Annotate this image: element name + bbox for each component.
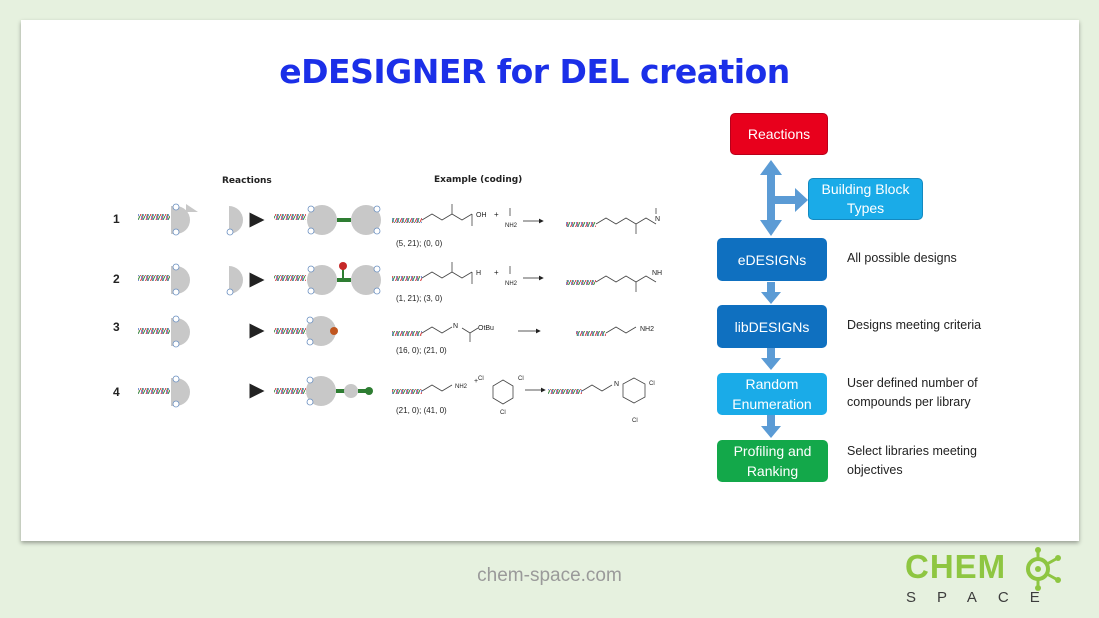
row-number-4: 4 — [113, 385, 120, 399]
edesigns-description: All possible designs — [847, 251, 957, 265]
chem-label-n: N — [655, 216, 660, 223]
reactions-header: Reactions — [222, 176, 272, 186]
molecule-icon — [1026, 547, 1061, 591]
coding-3: (16, 0); (21, 0) — [396, 346, 447, 355]
chem-label-otbu: OtBu — [478, 325, 494, 332]
coding-1: (5, 21); (0, 0) — [396, 239, 443, 248]
footer-url: chem-space.com — [477, 565, 622, 586]
row-number-3: 3 — [113, 320, 120, 334]
flow-arrows — [760, 160, 808, 438]
profiling-description: Select libraries meeting objectives — [847, 444, 977, 477]
chem-label-h: H — [476, 270, 481, 277]
row-number-2: 2 — [113, 272, 120, 286]
scheme-row-3: N OtBu NH2 — [138, 315, 654, 348]
random-description: User defined number of compounds per lib… — [847, 376, 978, 409]
chem-label-nh2-3: NH2 — [640, 326, 654, 333]
scheme-row-4: NH2 + Cl Cl Cl N Cl Cl — [138, 375, 655, 424]
example-header: Example (coding) — [434, 175, 523, 185]
building-block-box: Building Block Types — [808, 178, 923, 220]
slide — [21, 20, 1079, 541]
scheme-row-1: OH + NH2 N — [138, 203, 660, 236]
chem-label-cl: Cl — [478, 376, 484, 382]
chem-label-nh2: NH2 — [505, 223, 518, 229]
random-enumeration-box: Random Enumeration — [717, 373, 827, 415]
logo-chem-text: CHEM — [905, 548, 1007, 585]
chem-label-nh2-2: NH2 — [505, 281, 518, 287]
svg-text:N: N — [453, 323, 458, 330]
edesigns-box: eDESIGNs — [717, 238, 827, 281]
libdesigns-description: Designs meeting criteria — [847, 318, 982, 332]
chem-label-oh: OH — [476, 212, 487, 219]
svg-text:N: N — [614, 381, 619, 388]
svg-text:+: + — [474, 378, 478, 385]
svg-text:NH2: NH2 — [455, 384, 468, 390]
svg-text:Cl: Cl — [632, 418, 638, 424]
libdesigns-box: libDESIGNs — [717, 305, 827, 348]
row-number-1: 1 — [113, 212, 120, 226]
logo-space-text: SPACE — [906, 589, 1061, 606]
chem-label-plus-2: + — [494, 268, 499, 277]
coding-4: (21, 0); (41, 0) — [396, 406, 447, 415]
chem-label-nh: NH — [652, 270, 662, 277]
coding-2: (1, 21); (3, 0) — [396, 294, 443, 303]
svg-text:Cl: Cl — [518, 376, 524, 382]
reactions-box: Reactions — [730, 113, 828, 155]
svg-text:Cl: Cl — [649, 381, 655, 387]
svg-text:Cl: Cl — [500, 410, 506, 416]
profiling-ranking-box: Profiling and Ranking — [717, 440, 828, 482]
scheme-row-2: H + NH2 NH — [138, 262, 662, 296]
chem-label-plus: + — [494, 210, 499, 219]
slide-title: eDESIGNER for DEL creation — [279, 52, 790, 91]
